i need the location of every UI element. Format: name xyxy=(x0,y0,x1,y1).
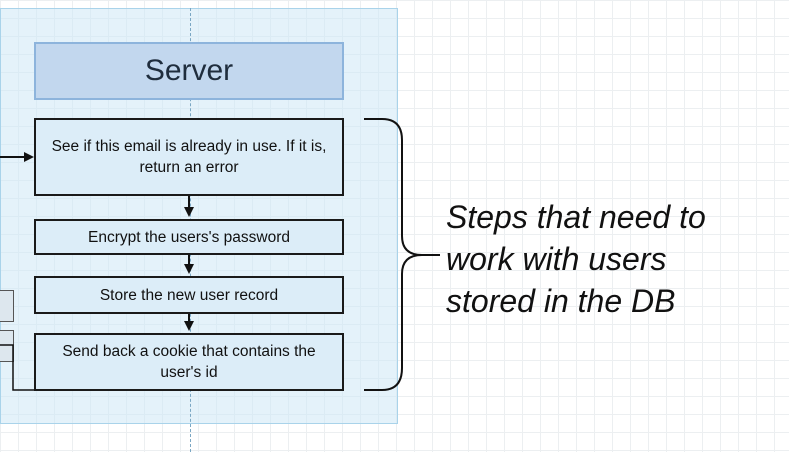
server-title: Server xyxy=(144,54,234,87)
outgoing-connector xyxy=(0,344,34,391)
annotation-line-3: stored in the DB xyxy=(446,283,676,319)
step-label: Store the new user record xyxy=(99,286,279,304)
curly-brace xyxy=(364,118,423,391)
offscreen-shape[interactable] xyxy=(0,290,14,322)
step-check-email[interactable]: See if this email is already in use. If … xyxy=(34,118,344,196)
step-label: Send back a cookie that contains the use… xyxy=(62,343,316,381)
annotation-text[interactable]: Steps that need to work with users store… xyxy=(446,196,786,322)
step-label: See if this email is already in use. If … xyxy=(51,138,327,176)
annotation-line-2: work with users xyxy=(446,241,667,277)
annotation-line-1: Steps that need to xyxy=(446,199,706,235)
step-store-user[interactable]: Store the new user record xyxy=(34,276,344,314)
step-send-cookie[interactable]: Send back a cookie that contains the use… xyxy=(34,333,344,391)
step-encrypt-password[interactable]: Encrypt the users's password xyxy=(34,219,344,255)
server-title-box[interactable]: Server xyxy=(34,42,344,100)
step-label: Encrypt the users's password xyxy=(88,228,290,246)
